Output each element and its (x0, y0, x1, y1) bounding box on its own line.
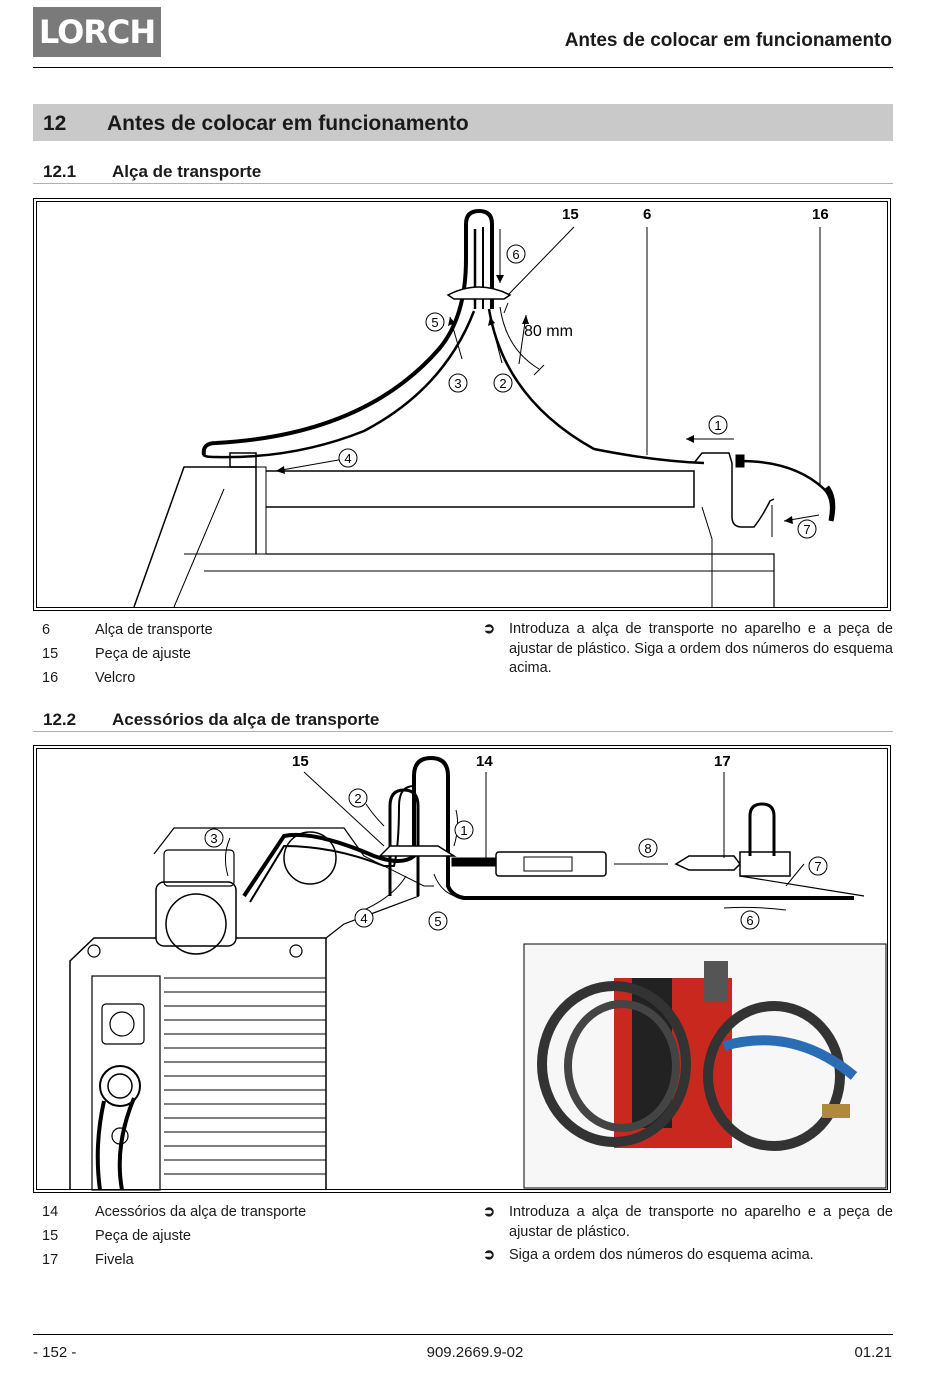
legend-text: Peça de ajuste (95, 646, 191, 662)
step-5: 5 (434, 914, 441, 929)
legend-text: Peça de ajuste (95, 1228, 191, 1244)
figure-strap-accessories: 15 14 17 1 2 3 4 5 6 7 8 (33, 745, 891, 1193)
document-date: 01.21 (854, 1344, 892, 1361)
callout-14: 14 (476, 753, 493, 770)
step-1: 1 (714, 418, 721, 433)
instruction-item: ➲ Introduza a alça de transporte no apar… (483, 621, 893, 676)
legend-number: 17 (42, 1252, 59, 1268)
instructions-section2: ➲ Introduza a alça de transporte no apar… (483, 1203, 893, 1270)
figure-carrying-strap: 15 6 16 80 mm 1 2 3 4 5 6 7 (33, 198, 891, 611)
legend-text: Acessórios da alça de transporte (95, 1204, 307, 1220)
arrow-right-icon: ➲ (483, 1247, 496, 1263)
section-rule (33, 183, 893, 184)
accessories-diagram: 15 14 17 1 2 3 4 5 6 7 8 (69, 753, 887, 1191)
legend-number: 15 (42, 1228, 59, 1244)
callout-15: 15 (562, 206, 579, 223)
lorch-logo: LORCH (33, 7, 161, 57)
dimension-80mm: 80 mm (524, 323, 573, 340)
chapter-number: 12 (43, 112, 67, 135)
legend-number: 14 (42, 1204, 59, 1220)
step-6: 6 (512, 247, 519, 262)
section-title: Alça de transporte (112, 162, 262, 181)
step-6: 6 (746, 913, 753, 928)
photo-welder-with-cables (537, 961, 858, 1151)
callout-17: 17 (714, 753, 731, 770)
section-title: Acessórios da alça de transporte (112, 710, 380, 729)
instruction-item: ➲ Siga a ordem dos números do esquema ac… (483, 1246, 893, 1266)
header-rule (33, 67, 893, 68)
legend-number: 15 (42, 646, 59, 662)
legend-section1: 6 Alça de transporte 15 Peça de ajuste 1… (0, 618, 480, 690)
running-title: Antes de colocar em funcionamento (564, 30, 892, 51)
step-3: 3 (454, 376, 461, 391)
step-7: 7 (803, 522, 810, 537)
step-8: 8 (644, 841, 651, 856)
legend-text: Velcro (95, 670, 136, 686)
arrow-right-icon: ➲ (483, 1204, 496, 1220)
legend-section2: 14 Acessórios da alça de transporte 15 P… (0, 1200, 480, 1272)
section-number: 12.1 (43, 162, 77, 181)
callout-16: 16 (812, 206, 829, 223)
footer-rule (33, 1334, 893, 1335)
arrow-right-icon: ➲ (483, 621, 496, 637)
section-rule (33, 731, 893, 732)
page-number: - 152 - (33, 1344, 77, 1361)
step-2: 2 (354, 791, 361, 806)
step-7: 7 (814, 859, 821, 874)
instruction-item: ➲ Introduza a alça de transporte no apar… (483, 1204, 893, 1240)
product-photo (523, 943, 887, 1189)
step-4: 4 (344, 451, 351, 466)
step-1: 1 (460, 823, 467, 838)
callout-6: 6 (643, 206, 651, 223)
chapter-heading-bar (33, 104, 893, 141)
legend-text: Fivela (95, 1252, 134, 1268)
document-number: 909.2669.9-02 (426, 1344, 524, 1361)
chapter-title: Antes de colocar em funcionamento (107, 112, 469, 135)
strap-diagram: 15 6 16 80 mm 1 2 3 4 5 6 7 (133, 206, 836, 608)
step-2: 2 (499, 376, 506, 391)
legend-text: Alça de transporte (95, 622, 213, 638)
legend-number: 16 (42, 670, 59, 686)
instructions-section1: ➲ Introduza a alça de transporte no apar… (483, 620, 893, 683)
section-number: 12.2 (43, 710, 77, 729)
callout-15: 15 (292, 753, 309, 770)
legend-number: 6 (42, 622, 51, 638)
step-4: 4 (360, 911, 367, 926)
step-3: 3 (210, 831, 217, 846)
step-5: 5 (431, 315, 438, 330)
